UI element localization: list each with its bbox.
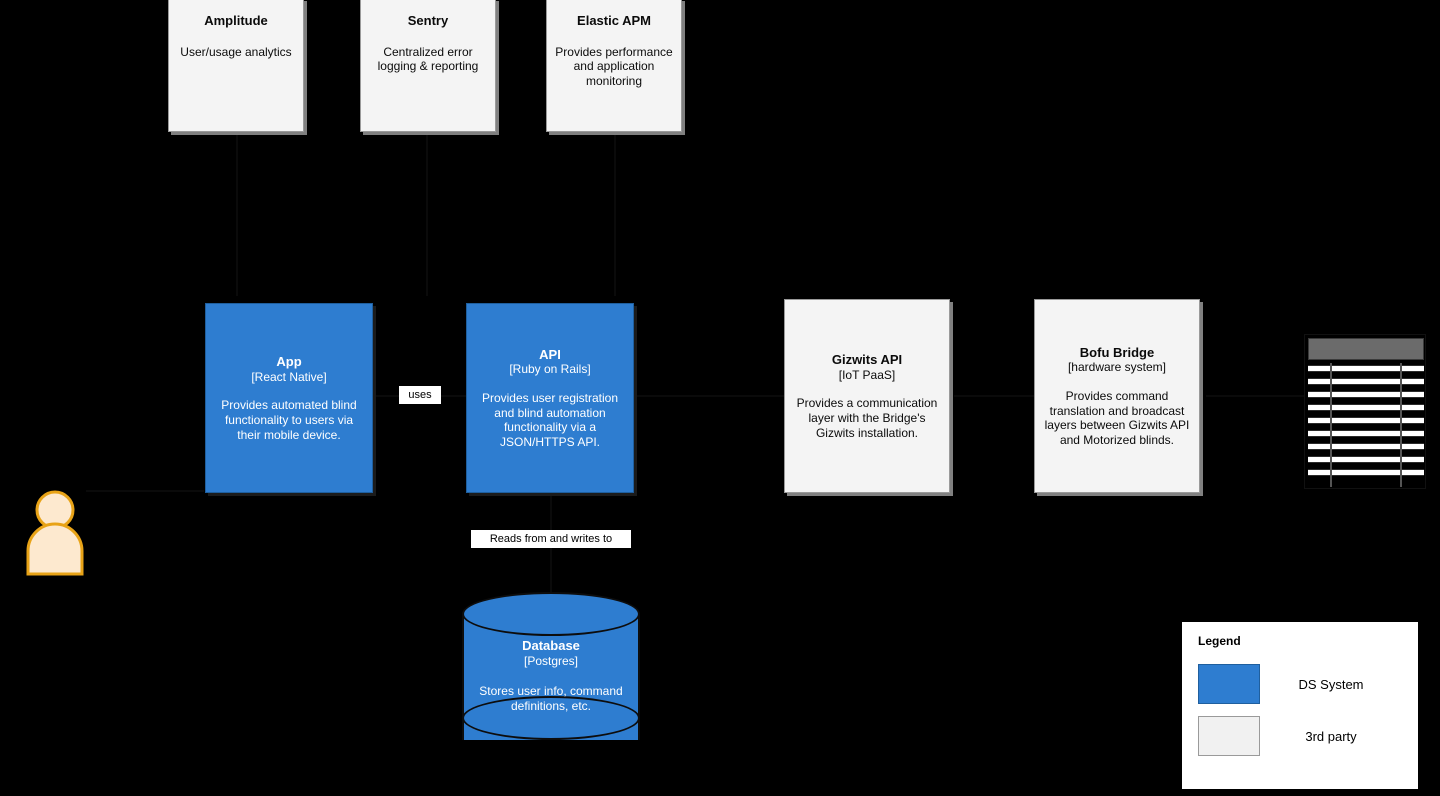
node-bofu-bridge-description: Provides command translation and broadca… xyxy=(1044,388,1190,447)
blinds-slat xyxy=(1308,417,1424,424)
blinds-slat xyxy=(1308,404,1424,411)
legend-row-ds-system: DS System xyxy=(1198,664,1402,704)
legend-title: Legend xyxy=(1198,634,1241,648)
edge-label-app-to-api: uses xyxy=(399,386,441,404)
node-amplitude-description: User/usage analytics xyxy=(180,44,292,59)
node-database-title: Database xyxy=(522,638,580,653)
blinds-slat xyxy=(1308,456,1424,463)
connector-app-to-sentry xyxy=(426,132,428,296)
node-api-description: Provides user registration and blind aut… xyxy=(481,390,619,449)
node-sentry-title: Sentry xyxy=(407,13,449,28)
edge-label-api-to-database: Reads from and writes to xyxy=(471,530,631,548)
node-elastic-apm-description: Provides performance and application mon… xyxy=(555,44,673,89)
node-api-technology: [Ruby on Rails] xyxy=(509,362,591,377)
connector-gizwits-to-bofu xyxy=(954,395,1034,397)
node-api-title: API xyxy=(539,346,561,362)
blinds-slat xyxy=(1308,365,1424,372)
legend-swatch-ds-system xyxy=(1198,664,1260,704)
database-labels: Database [Postgres] Stores user info, co… xyxy=(462,638,640,714)
node-database-technology: [Postgres] xyxy=(523,653,579,668)
connector-api-to-gizwits xyxy=(636,395,784,397)
node-elastic-apm-title: Elastic APM xyxy=(577,13,651,28)
node-bofu-bridge[interactable]: Bofu Bridge [hardware system] Provides c… xyxy=(1034,299,1200,493)
connector-bofu-to-blinds xyxy=(1206,395,1306,397)
database-cylinder-top xyxy=(462,592,640,636)
blinds-headrail xyxy=(1308,338,1424,360)
person-icon-svg xyxy=(26,490,84,576)
blinds-slat xyxy=(1308,430,1424,437)
legend-label-third-party: 3rd party xyxy=(1305,728,1357,744)
node-gizwits-api-technology: [IoT PaaS] xyxy=(838,367,896,382)
legend: Legend DS System 3rd party xyxy=(1180,620,1420,791)
blinds-cord-right xyxy=(1400,363,1402,487)
blinds-slat xyxy=(1308,469,1424,476)
node-gizwits-api[interactable]: Gizwits API [IoT PaaS] Provides a commun… xyxy=(784,299,950,493)
node-amplitude[interactable]: Amplitude User/usage analytics xyxy=(168,0,304,132)
database-cylinder-bottom xyxy=(462,696,640,740)
legend-swatch-third-party xyxy=(1198,716,1260,756)
node-app-technology: [React Native] xyxy=(251,369,327,384)
node-sentry-description: Centralized error logging & reporting xyxy=(377,44,479,74)
node-elastic-apm[interactable]: Elastic APM Provides performance and app… xyxy=(546,0,682,132)
node-sentry[interactable]: Sentry Centralized error logging & repor… xyxy=(360,0,496,132)
node-app[interactable]: App [React Native] Provides automated bl… xyxy=(205,303,373,493)
blinds-cord-left xyxy=(1330,363,1332,487)
edge-label-app-to-api-text: uses xyxy=(408,389,432,401)
person-icon[interactable] xyxy=(24,489,86,576)
node-bofu-bridge-title: Bofu Bridge xyxy=(1079,344,1155,360)
blinds-slat xyxy=(1308,443,1424,450)
motorized-blinds-icon[interactable] xyxy=(1304,334,1426,489)
legend-row-third-party: 3rd party xyxy=(1198,716,1402,756)
connector-actor-to-app xyxy=(86,490,204,492)
node-database-description: Stores user info, command definitions, e… xyxy=(479,684,623,714)
connector-api-to-elastic xyxy=(614,132,616,296)
node-api[interactable]: API [Ruby on Rails] Provides user regist… xyxy=(466,303,634,493)
blinds-slat xyxy=(1308,378,1424,385)
node-gizwits-api-title: Gizwits API xyxy=(831,351,903,367)
node-database[interactable]: Database [Postgres] Stores user info, co… xyxy=(462,592,640,762)
node-bofu-bridge-technology: [hardware system] xyxy=(1067,360,1167,375)
connector-app-to-amplitude xyxy=(236,132,238,296)
edge-label-api-to-database-text: Reads from and writes to xyxy=(489,533,613,545)
node-app-description: Provides automated blind functionality t… xyxy=(221,398,357,442)
node-gizwits-api-description: Provides a communication layer with the … xyxy=(796,396,938,440)
node-app-title: App xyxy=(276,353,302,369)
node-amplitude-title: Amplitude xyxy=(204,13,268,28)
legend-label-ds-system: DS System xyxy=(1298,676,1364,692)
blinds-slat xyxy=(1308,391,1424,398)
blinds-slats xyxy=(1308,363,1424,487)
